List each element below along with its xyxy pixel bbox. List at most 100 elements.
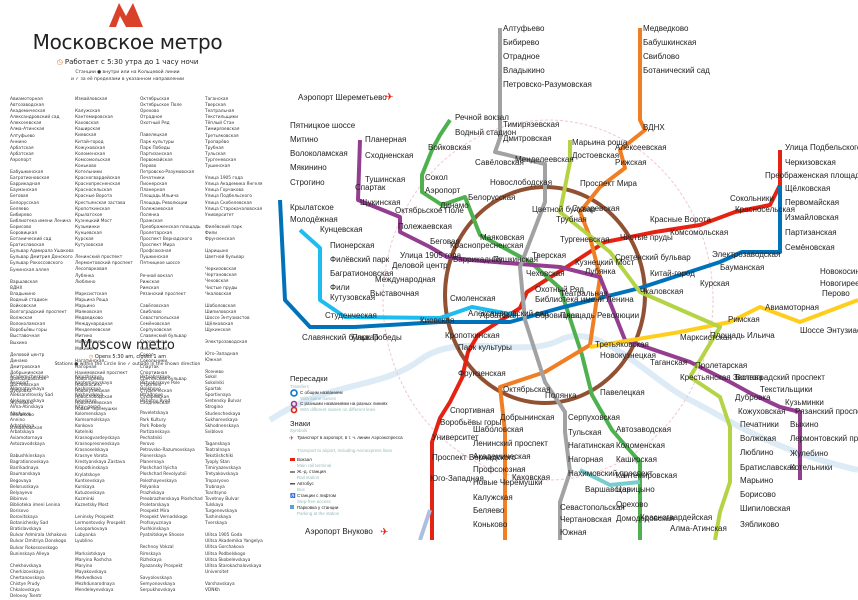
index-entry[interactable]: Leninsky Prospekt [75, 515, 114, 521]
index-entry[interactable]: Ploshchad Ilyicha [140, 466, 178, 472]
index-entry[interactable]: Достоевская [10, 383, 39, 389]
index-entry[interactable]: Komsomolskaya [75, 417, 110, 423]
index-entry[interactable]: Tekstilshchiki [205, 454, 234, 460]
index-entry[interactable]: Планерная [140, 188, 165, 194]
index-entry[interactable]: Отрадное [140, 115, 163, 121]
index-entry[interactable]: Krasnopresnenskaya [75, 442, 120, 448]
index-entry[interactable]: Мякинино [75, 346, 98, 352]
station-label[interactable]: Кузьминки [785, 398, 824, 407]
station-label[interactable]: Черкизовская [785, 158, 836, 167]
station-label[interactable]: Первомайская [785, 198, 839, 207]
index-entry[interactable]: Люблино [75, 279, 96, 285]
index-entry[interactable]: Юго-Западная [205, 352, 238, 358]
index-entry[interactable]: Lesoparkovaya [75, 527, 108, 533]
index-entry[interactable]: Сокол [140, 352, 154, 358]
station-label[interactable]: Ленинский проспект [473, 439, 548, 448]
index-entry[interactable]: Парк Победы [140, 145, 171, 151]
index-entry[interactable]: Волгоградский проспект [10, 310, 67, 316]
index-entry[interactable]: Менделеевская [75, 328, 111, 334]
index-entry[interactable]: Altufyevo [10, 411, 31, 417]
station-label[interactable]: Третьяковская [595, 340, 649, 349]
index-entry[interactable]: Добрынинская [10, 370, 44, 376]
index-entry[interactable]: Комсомольская [75, 157, 111, 163]
index-entry[interactable]: Рижская [140, 279, 160, 285]
index-entry[interactable]: Timiryazevskaya [205, 466, 241, 472]
index-entry[interactable]: Turgenevskaya [205, 508, 238, 514]
index-entry[interactable]: Annino [10, 417, 25, 423]
index-entry[interactable]: Славянский бульвар [140, 334, 187, 340]
index-entry[interactable]: Сухаревская [140, 395, 169, 401]
station-label[interactable]: Спартак [355, 183, 386, 192]
index-entry[interactable]: Октябрьская [140, 97, 170, 102]
index-entry[interactable]: Otradnoye [140, 393, 163, 399]
station-label[interactable]: Сухаревская [572, 204, 620, 213]
station-label[interactable]: Красные Ворота [650, 215, 711, 224]
index-entry[interactable]: Котельники [75, 170, 103, 176]
station-label[interactable]: Чистые пруды [620, 233, 673, 242]
index-entry[interactable]: Выставочная [10, 334, 40, 340]
index-entry[interactable]: Aviamotornaya [10, 435, 43, 441]
index-entry[interactable]: Borovitskaya [10, 515, 38, 521]
index-entry[interactable]: Partizanskaya [140, 429, 170, 435]
index-entry[interactable]: Братиславская [10, 243, 45, 249]
station-label[interactable]: Молодёжная [290, 215, 338, 224]
index-entry[interactable]: Преображенская площадь [140, 224, 201, 230]
index-entry[interactable]: Polezhayevskaya [140, 478, 177, 484]
station-label[interactable]: Орехово [616, 500, 648, 509]
station-label[interactable]: Менделеевская [515, 155, 574, 164]
index-entry[interactable]: Выхино [10, 340, 28, 346]
station-label[interactable]: Китай-город [650, 269, 695, 278]
station-label[interactable]: Деловой центр [392, 261, 448, 270]
station-label[interactable]: Чертановская [560, 515, 612, 524]
index-entry[interactable]: Baumanskaya [10, 472, 41, 478]
station-label[interactable]: Театральная [560, 289, 608, 298]
station-label[interactable]: Полянка [545, 391, 577, 400]
index-entry[interactable]: Тёплый Стан [205, 121, 235, 127]
station-label[interactable]: Печатники [740, 420, 779, 429]
station-label[interactable]: Волжская [740, 434, 776, 443]
index-entry[interactable]: Orekhovo [140, 387, 161, 393]
index-entry[interactable]: Mendeleyevskaya [75, 588, 114, 594]
index-entry[interactable]: Владыкино [10, 291, 36, 297]
index-entry[interactable]: Prazhskaya [140, 490, 165, 496]
station-label[interactable]: Шаболовская [473, 425, 523, 434]
station-label[interactable]: Проспект Мира [580, 179, 637, 188]
index-entry[interactable]: Молодёжная [75, 340, 105, 346]
index-entry[interactable]: Красносельская [75, 188, 112, 194]
index-entry[interactable]: Kuzminki [75, 496, 95, 502]
index-entry[interactable]: Тропарёво [205, 139, 229, 145]
index-entry[interactable]: Алма-Атинская [10, 127, 45, 133]
index-entry[interactable]: Пятницкое шоссе [140, 261, 181, 267]
index-entry[interactable]: Sukharevskaya [205, 417, 238, 423]
index-entry[interactable]: Филёвский парк [205, 224, 243, 230]
index-entry[interactable]: Krylatskoye [75, 472, 101, 478]
index-entry[interactable]: Prospekt Mira [140, 508, 170, 514]
index-entry[interactable]: Sportivnaya [205, 393, 231, 399]
index-entry[interactable]: Волжская [10, 316, 33, 322]
index-entry[interactable]: Чистые пруды [205, 285, 238, 291]
station-label[interactable]: Студенческая [325, 311, 377, 320]
index-entry[interactable]: Новоясеневская [75, 401, 112, 407]
index-entry[interactable]: Крылатское [75, 212, 103, 218]
index-entry[interactable]: Spartak [205, 387, 222, 393]
index-entry[interactable]: Лубянка [75, 273, 95, 279]
index-entry[interactable]: Preobrazhenskaya Ploshchad [140, 496, 203, 502]
station-label[interactable]: Пушкинская [493, 255, 538, 264]
station-label[interactable]: Аэропорт [425, 186, 461, 195]
station-label[interactable]: Белорусская [468, 193, 515, 202]
index-entry[interactable]: Barrikadnaya [10, 466, 39, 472]
station-label[interactable]: Митино [290, 135, 319, 144]
index-entry[interactable]: Смоленская [140, 340, 168, 346]
index-entry[interactable]: Avtozavodskaya [10, 442, 45, 448]
station-label[interactable]: Фрунзенская [458, 369, 506, 378]
station-label[interactable]: Бабушкинская [643, 38, 696, 47]
index-entry[interactable]: Alma-Atinskaya [10, 405, 44, 411]
index-entry[interactable]: Александровский сад [10, 115, 60, 121]
index-entry[interactable]: Trubnaya [205, 484, 225, 490]
index-entry[interactable]: Арбатская [10, 145, 34, 151]
index-entry[interactable]: Delovoy Tsentr [10, 594, 42, 600]
station-label[interactable]: Строгино [290, 178, 325, 187]
index-entry[interactable]: Teatralnaya [205, 448, 230, 454]
index-entry[interactable]: Царицыно [205, 249, 229, 255]
index-entry[interactable]: Pushkinskaya [140, 527, 170, 533]
